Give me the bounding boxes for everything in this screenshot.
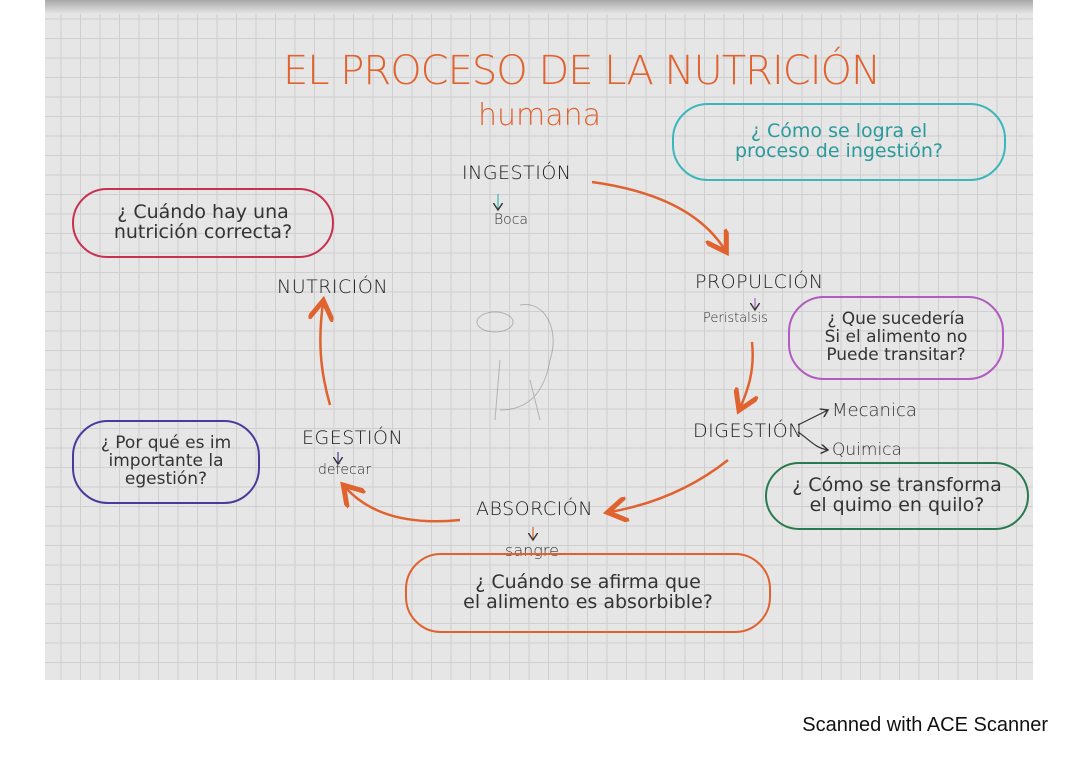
question-line: Puede transitar?	[826, 344, 966, 365]
question-line: el quimo en quilo?	[809, 494, 985, 516]
page-title: EL PROCESO DE LA NUTRICIÓN	[283, 48, 881, 94]
digestion-branch-quimica: Quimica	[832, 440, 902, 460]
question-cloud-propulcion: ¿ Que sucedería Si el alimento no Puede …	[788, 296, 1004, 380]
node-digestion: DIGESTIÓN	[693, 420, 803, 442]
ingestion-detail: Boca	[494, 212, 529, 228]
absorcion-detail: sangre	[505, 541, 559, 560]
question-line: ¿ Cuándo hay una	[117, 201, 289, 224]
question-line: importante la	[108, 451, 224, 472]
node-egestion: EGESTIÓN	[302, 427, 404, 449]
question-line: el alimento es absorbible?	[463, 591, 713, 613]
node-propulcion: PROPULCIÓN	[695, 271, 824, 293]
question-cloud-nutricion: ¿ Cuándo hay una nutrición correcta?	[72, 188, 334, 258]
question-line: Si el alimento no	[824, 327, 968, 348]
egestion-detail: defecar	[318, 462, 372, 478]
scanner-watermark: Scanned with ACE Scanner	[802, 714, 1048, 736]
digestion-branch-mecanica: Mecanica	[832, 400, 917, 421]
question-cloud-absorcion: ¿ Cuándo se afirma que el alimento es ab…	[405, 553, 771, 633]
node-absorcion: ABSORCIÓN	[476, 498, 593, 520]
propulcion-detail: Peristalsis	[703, 311, 768, 326]
question-line: proceso de ingestión?	[734, 140, 944, 162]
question-line: ¿ Por qué es im	[100, 433, 232, 454]
graph-paper	[45, 0, 1033, 680]
question-line: nutrición correcta?	[113, 221, 293, 243]
node-nutricion: NUTRICIÓN	[277, 276, 389, 298]
question-cloud-ingestion: ¿ Cómo se logra el proceso de ingestión?	[672, 103, 1006, 181]
question-line: ¿ Cuándo se afirma que	[475, 571, 701, 594]
question-cloud-digestion: ¿ Cómo se transforma el quimo en quilo?	[765, 462, 1029, 530]
question-cloud-egestion: ¿ Por qué es im importante la egestión?	[72, 420, 260, 504]
page-subtitle: humana	[478, 98, 602, 133]
question-line: ¿ Cómo se logra el	[750, 120, 928, 143]
node-ingestion: INGESTIÓN	[462, 162, 572, 184]
question-line: ¿ Cómo se transforma	[792, 474, 1002, 497]
question-line: egestión?	[124, 468, 208, 489]
question-line: ¿ Que sucedería	[827, 309, 965, 330]
